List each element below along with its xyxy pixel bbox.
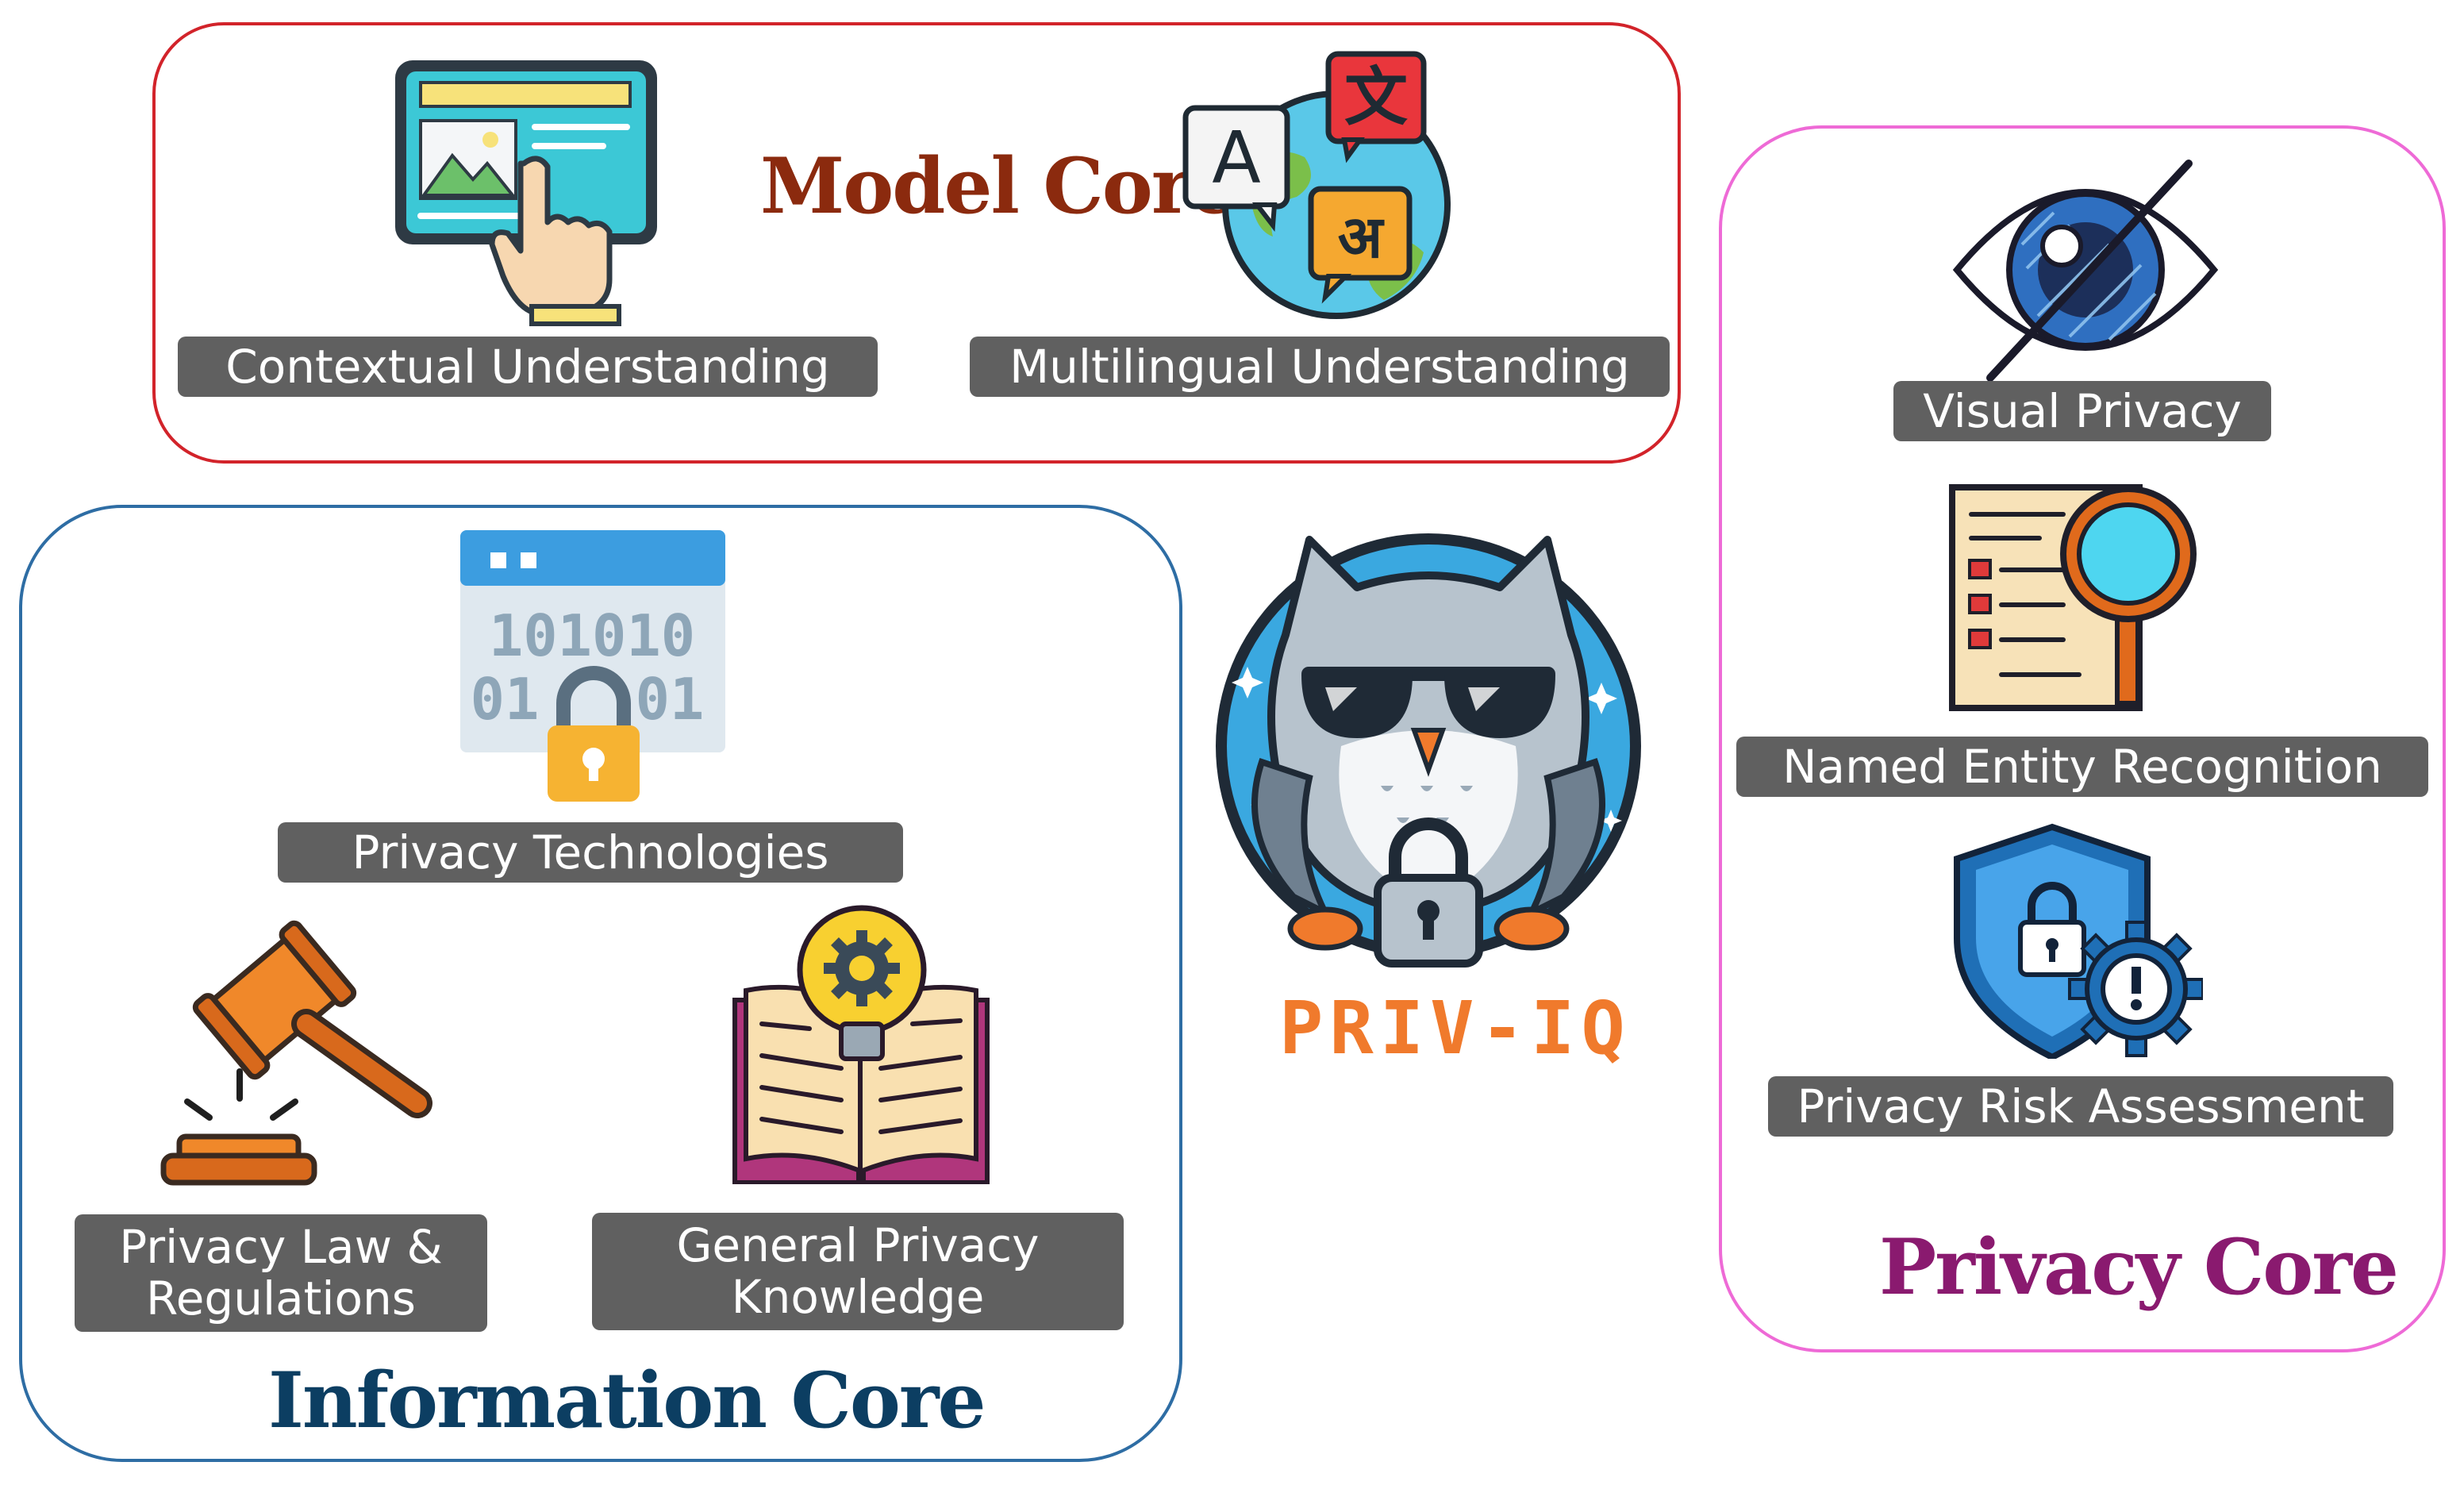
- binary-lock-icon: 101010 01 01: [460, 530, 725, 802]
- general-privacy-label-line2: Knowledge: [731, 1270, 985, 1324]
- svg-text:01: 01: [636, 666, 705, 733]
- svg-text:文: 文: [1344, 60, 1408, 134]
- privacy-core-title: Privacy Core: [1879, 1222, 2399, 1312]
- multilingual-understanding-label: Multilingual Understanding: [970, 337, 1670, 397]
- named-entity-recognition-label: Named Entity Recognition: [1736, 737, 2428, 797]
- priv-iq-logo-text: PRIV-IQ: [1279, 986, 1632, 1071]
- privacy-law-regulations-label: Privacy Law & Regulations: [75, 1214, 487, 1332]
- globe-translate-icon: 文 A अ: [1182, 51, 1451, 319]
- privacy-law-label-line1: Privacy Law &: [119, 1220, 443, 1275]
- shield-gear-icon: [1954, 823, 2203, 1059]
- touch-screen-icon: [395, 60, 657, 326]
- eye-slash-icon: [1952, 160, 2219, 382]
- contextual-understanding-label: Contextual Understanding: [178, 337, 878, 397]
- general-privacy-label-line1: General Privacy: [676, 1218, 1040, 1273]
- model-core-title: Model Core: [760, 141, 1238, 231]
- privacy-risk-assessment-label: Privacy Risk Assessment: [1768, 1076, 2393, 1137]
- owl-sunglasses-icon: [1216, 533, 1641, 968]
- visual-privacy-label: Visual Privacy: [1893, 381, 2271, 441]
- general-privacy-knowledge-label: General Privacy Knowledge: [592, 1213, 1124, 1330]
- gavel-icon: [160, 920, 432, 1186]
- svg-text:अ: अ: [1338, 203, 1385, 271]
- svg-text:A: A: [1212, 117, 1261, 200]
- svg-text:101010: 101010: [489, 602, 695, 669]
- svg-text:01: 01: [471, 666, 540, 733]
- document-search-icon: [1949, 484, 2197, 711]
- privacy-law-label-line2: Regulations: [146, 1271, 416, 1325]
- privacy-technologies-label: Privacy Technologies: [278, 822, 903, 883]
- information-core-title: Information Core: [268, 1356, 986, 1445]
- book-lightbulb-icon: [732, 905, 990, 1184]
